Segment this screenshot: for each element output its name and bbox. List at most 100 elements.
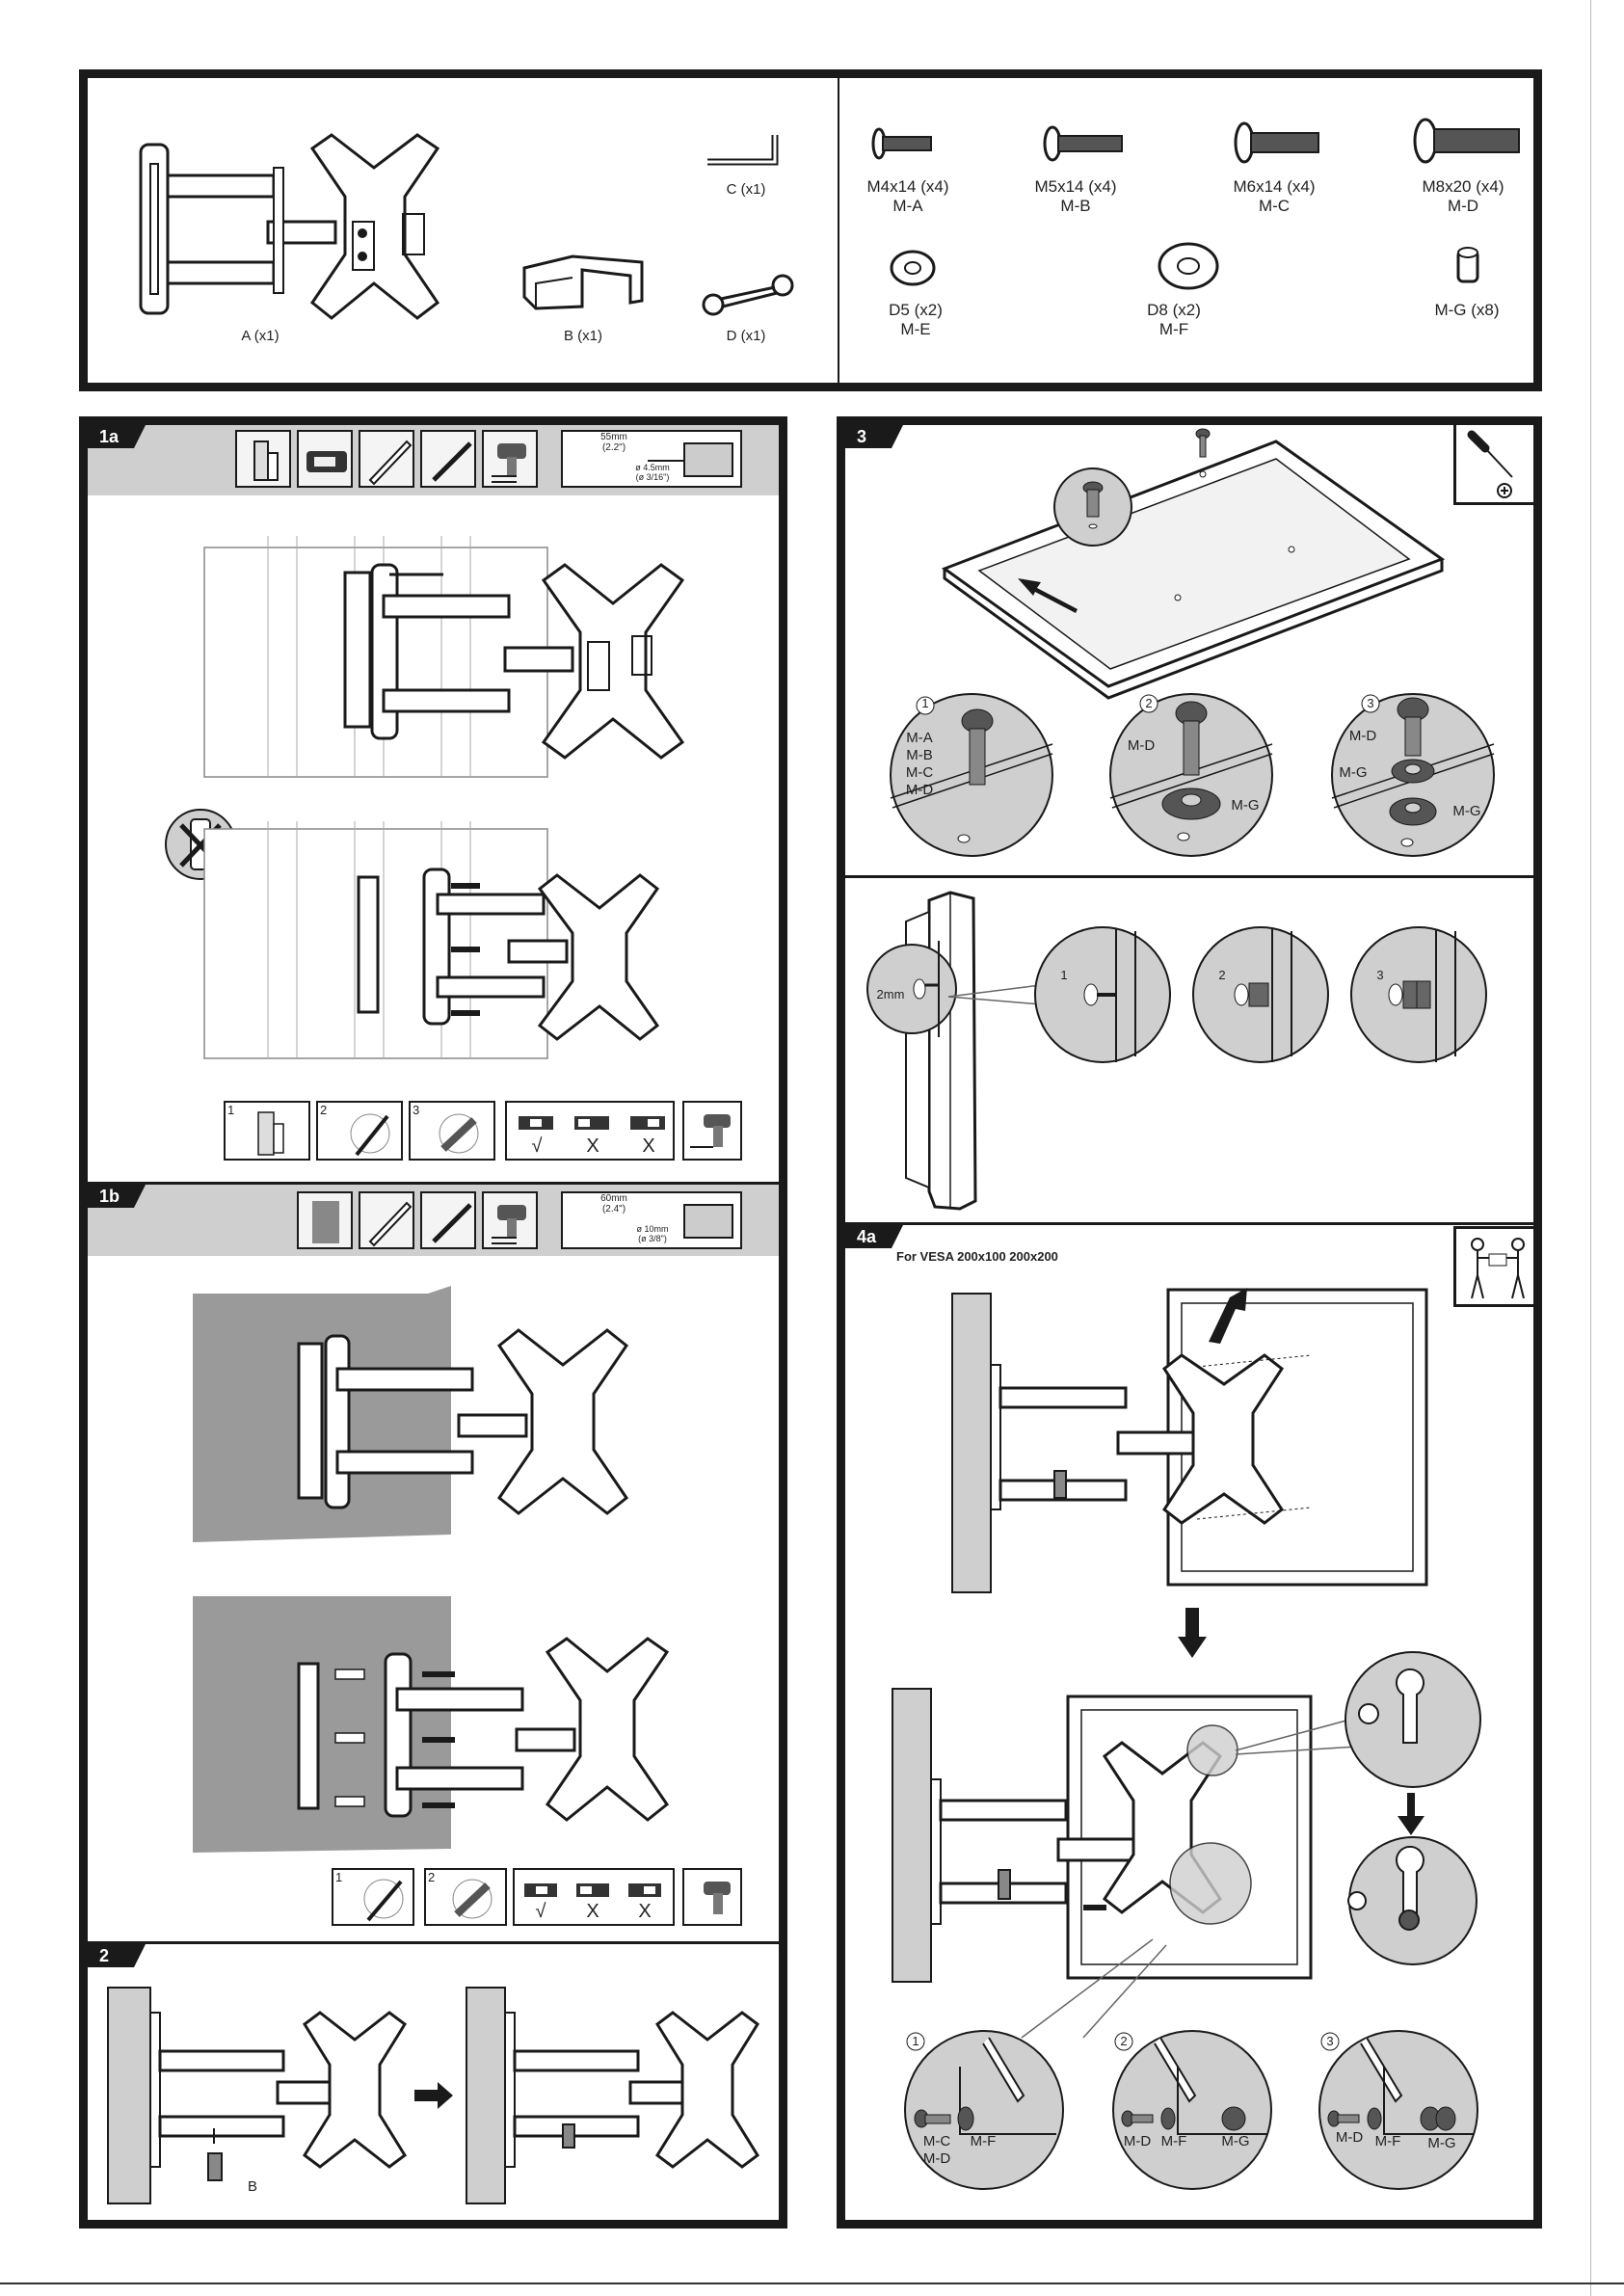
step-3-gap-label: 2mm [876, 987, 905, 1001]
screw-m-c-icon [1234, 121, 1319, 164]
step-3-side-view [866, 891, 1487, 1211]
step-4a-detail-3-label-b: M-F [1374, 2133, 1401, 2149]
screw-m-b-code: M-B [1060, 197, 1091, 215]
screw-m-d-size: M8x20 (x4) [1422, 177, 1504, 196]
tool-level-icon-1b [359, 1191, 414, 1249]
step-2-divider [88, 1941, 779, 1944]
step-4a-detail-1-label-c: M-F [970, 2133, 997, 2149]
spacer-m-g-icon [1456, 247, 1479, 283]
step-1a-tag: 1a [88, 425, 146, 448]
step-3-detail-1-label-a: M-A [906, 730, 933, 746]
step-4a-detail-3-label-a: M-D [1335, 2129, 1364, 2146]
step-1a-substep-2: 2 [316, 1101, 403, 1161]
substep-number: 3 [413, 1103, 420, 1117]
level-ok-mark: √ [531, 1135, 543, 1157]
step-2-clamp-attach [107, 1987, 407, 2204]
step-1a-level-check: √ X X [505, 1101, 675, 1161]
step-3-detail-2-label-bottom: M-G [1231, 797, 1260, 814]
level-wrong-mark-1b-1: X [586, 1901, 599, 1922]
step-4a-detail-1-label-b: M-D [922, 2150, 951, 2167]
step-2-arrow-icon [414, 2082, 453, 2109]
step-4a-detail-1-number: 1 [912, 2034, 919, 2048]
step-1a-stud-wall-mounting [203, 536, 685, 778]
step-1b-drill-spec: 60mm (2.4") ø 10mm (ø 3/8") [561, 1191, 742, 1249]
step-4a-detail-3-label-c: M-G [1427, 2135, 1456, 2151]
step-4a-keyhole-zoom [1235, 1651, 1481, 1965]
step-4a-vesa-title: For VESA 200x100 200x200 [896, 1249, 1058, 1264]
washer-m-e-icon [890, 250, 936, 286]
step-3-detail-3-label-mid: M-G [1339, 764, 1368, 781]
tool-concrete-wall-icon [297, 1191, 353, 1249]
screw-m-d-code: M-D [1447, 197, 1479, 215]
tool-level-icon [359, 430, 414, 488]
step-1a-drill-spec: 55mm (2.2") ø 4.5mm (ø 3/16") [561, 430, 742, 488]
washer-m-e-code: M-E [900, 320, 931, 338]
step-4a-hang-tv [951, 1288, 1428, 1593]
step-1b-substep-1: 1 [332, 1868, 414, 1926]
tool-drill-icon-1b [482, 1191, 538, 1249]
part-d-spanner-icon [702, 274, 794, 316]
step-3-detail-2-label-top: M-D [1127, 737, 1156, 754]
drill-1a-depth: 55mm [600, 432, 627, 442]
step-1b-anchor-fixing [193, 1596, 670, 1853]
tool-pencil-icon-1b [420, 1191, 476, 1249]
step-3-detail-1 [890, 693, 1053, 857]
level-wrong-mark-1b-2: X [638, 1901, 652, 1922]
step-4a-detail-1-label-a: M-C [922, 2133, 951, 2149]
screw-m-a-code: M-A [892, 197, 923, 215]
step-4a-detail-2-label-b: M-F [1160, 2133, 1187, 2149]
level-ok-mark-1b: √ [535, 1901, 546, 1922]
drill-1b-depth-in: (2.4") [601, 1204, 626, 1215]
step-4a-divider [845, 1222, 1533, 1225]
washer-m-e-size: D5 (x2) [889, 301, 943, 319]
screw-m-b-size: M5x14 (x4) [1034, 177, 1117, 196]
step-1b-tag: 1b [88, 1185, 146, 1208]
step-4a-leader-lines [1021, 1938, 1167, 2039]
drill-1a-dia: ø 4.5mm [635, 463, 670, 472]
step-3-detail-2 [1109, 693, 1273, 857]
screw-m-c-code: M-C [1258, 197, 1291, 215]
step-3-detail-2-number: 2 [1145, 696, 1153, 710]
step-1a-substep-1: 1 [224, 1101, 310, 1161]
tool-drill-icon [482, 430, 538, 488]
tool-detector-icon [297, 430, 353, 488]
step-3-side-3-number: 3 [1376, 968, 1384, 982]
step-3-detail-3 [1331, 693, 1495, 857]
step-2-tag: 2 [88, 1944, 146, 1967]
step-4a-lock-tv [892, 1688, 1313, 1983]
step-4a-detail-2-label-c: M-G [1221, 2133, 1250, 2149]
step-1a-substep-3: 3 [409, 1101, 495, 1161]
step-3-detail-3-label-top: M-D [1348, 728, 1377, 744]
step-1b-concrete-wall-mounting [193, 1286, 629, 1542]
part-a-bracket-illustration [139, 133, 440, 320]
step-3-divider [845, 875, 1533, 878]
step-1b-level-check: √ X X [513, 1868, 675, 1926]
step-4a-tag: 4a [845, 1225, 903, 1248]
drill-1b-depth: 60mm [600, 1193, 627, 1204]
part-d-label: D (x1) [726, 328, 766, 344]
part-c-label: C (x1) [726, 181, 766, 198]
drill-1a-dia-in: (ø 3/16") [635, 472, 670, 482]
screw-m-d-icon [1413, 118, 1520, 164]
tool-stud-finder-icon [235, 430, 291, 488]
step-4a-detail-2-number: 2 [1120, 2034, 1128, 2048]
screw-m-a-icon [871, 127, 932, 160]
part-c-hex-key-icon [707, 135, 779, 166]
washer-m-f-size: D8 (x2) [1147, 301, 1201, 319]
step-1b-divider [88, 1182, 779, 1185]
step-4a-detail-2-label-a: M-D [1123, 2133, 1152, 2149]
page-bottom-rule [0, 2283, 1624, 2284]
step-4a-detail-2 [1112, 2030, 1272, 2190]
drill-1b-dia-in: (ø 3/8") [638, 1234, 667, 1243]
washer-m-f-code: M-F [1158, 320, 1189, 338]
tool-pencil-icon [420, 430, 476, 488]
drill-1a-depth-in: (2.2") [601, 442, 626, 453]
step-4a-detail-3-number: 3 [1326, 2034, 1334, 2048]
step-3-top-screw-icon [1195, 428, 1211, 458]
step-3-detail-3-number: 3 [1367, 696, 1374, 710]
step-3-detail-3-label-bottom: M-G [1452, 803, 1481, 819]
level-wrong-mark-2: X [642, 1135, 655, 1157]
screw-m-b-icon [1043, 125, 1123, 162]
part-a-label: A (x1) [241, 328, 280, 344]
step-4a-detail-1 [904, 2030, 1064, 2190]
